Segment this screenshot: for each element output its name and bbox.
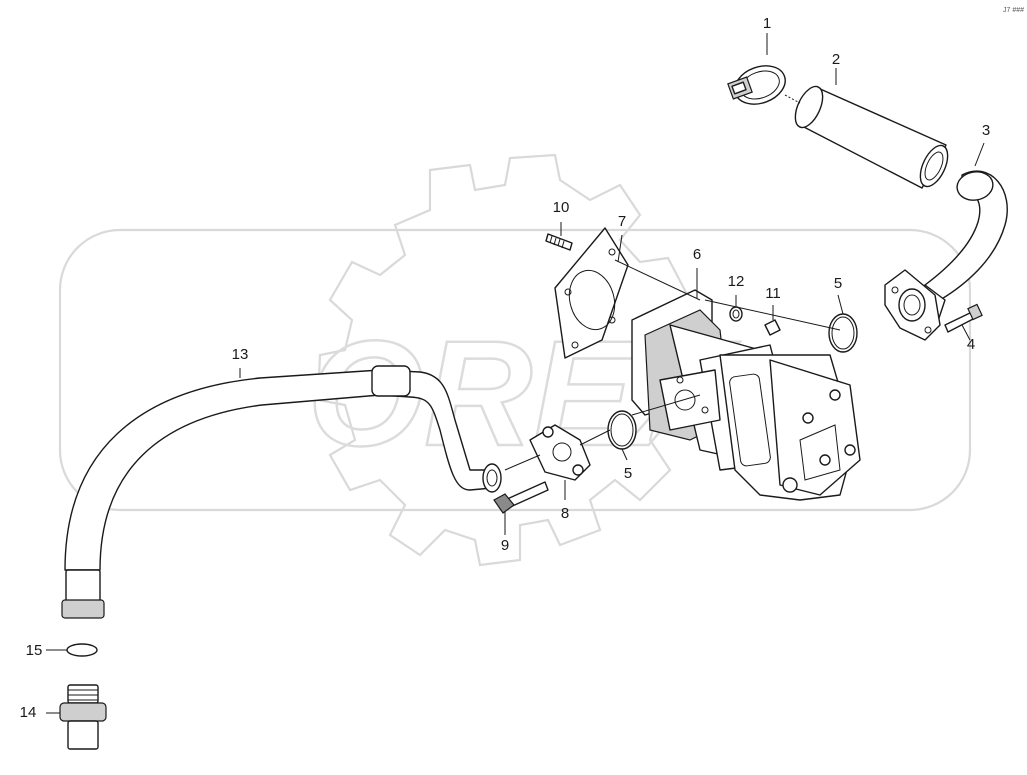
flange-bolt-right <box>944 303 983 333</box>
callout-10: 10 <box>553 199 570 216</box>
callout-2: 2 <box>832 51 840 68</box>
callout-3: 3 <box>982 122 990 139</box>
callout-15: 15 <box>26 642 43 659</box>
hydraulic-gear-pump <box>631 289 861 501</box>
callout-7: 7 <box>618 213 626 230</box>
callout-14: 14 <box>20 704 37 721</box>
hose-sleeve <box>794 85 949 189</box>
callout-12: 12 <box>728 273 745 290</box>
drawing-code: J7 ### <box>1003 7 1024 14</box>
callout-9: 9 <box>501 537 509 554</box>
elbow-flange <box>884 269 941 341</box>
threaded-stud <box>545 233 573 251</box>
adapter-o-ring <box>66 643 98 657</box>
flange-bolt-left <box>493 481 549 514</box>
callout-1: 1 <box>763 15 771 32</box>
pressure-hose <box>61 365 502 619</box>
adapter-fitting <box>59 684 107 750</box>
callout-labels: 1 2 3 4 5 5 6 7 8 9 10 11 12 13 14 15 <box>20 15 991 721</box>
callout-4: 4 <box>967 336 975 353</box>
callout-5-upper: 5 <box>834 275 842 292</box>
o-ring-lower <box>607 410 637 450</box>
leader-lines <box>46 33 985 714</box>
split-flange <box>529 424 591 481</box>
callout-11: 11 <box>765 285 781 302</box>
callout-5-lower: 5 <box>624 465 632 482</box>
callout-6: 6 <box>693 246 701 263</box>
plug <box>764 319 781 336</box>
callout-8: 8 <box>561 505 569 522</box>
hose-clamp <box>727 65 786 105</box>
o-ring-upper <box>828 313 858 353</box>
watermark-badge <box>58 228 972 512</box>
callout-13: 13 <box>232 346 249 363</box>
watermark-gear <box>316 153 702 567</box>
pump-gasket <box>554 227 629 359</box>
sealing-washer <box>729 306 743 322</box>
